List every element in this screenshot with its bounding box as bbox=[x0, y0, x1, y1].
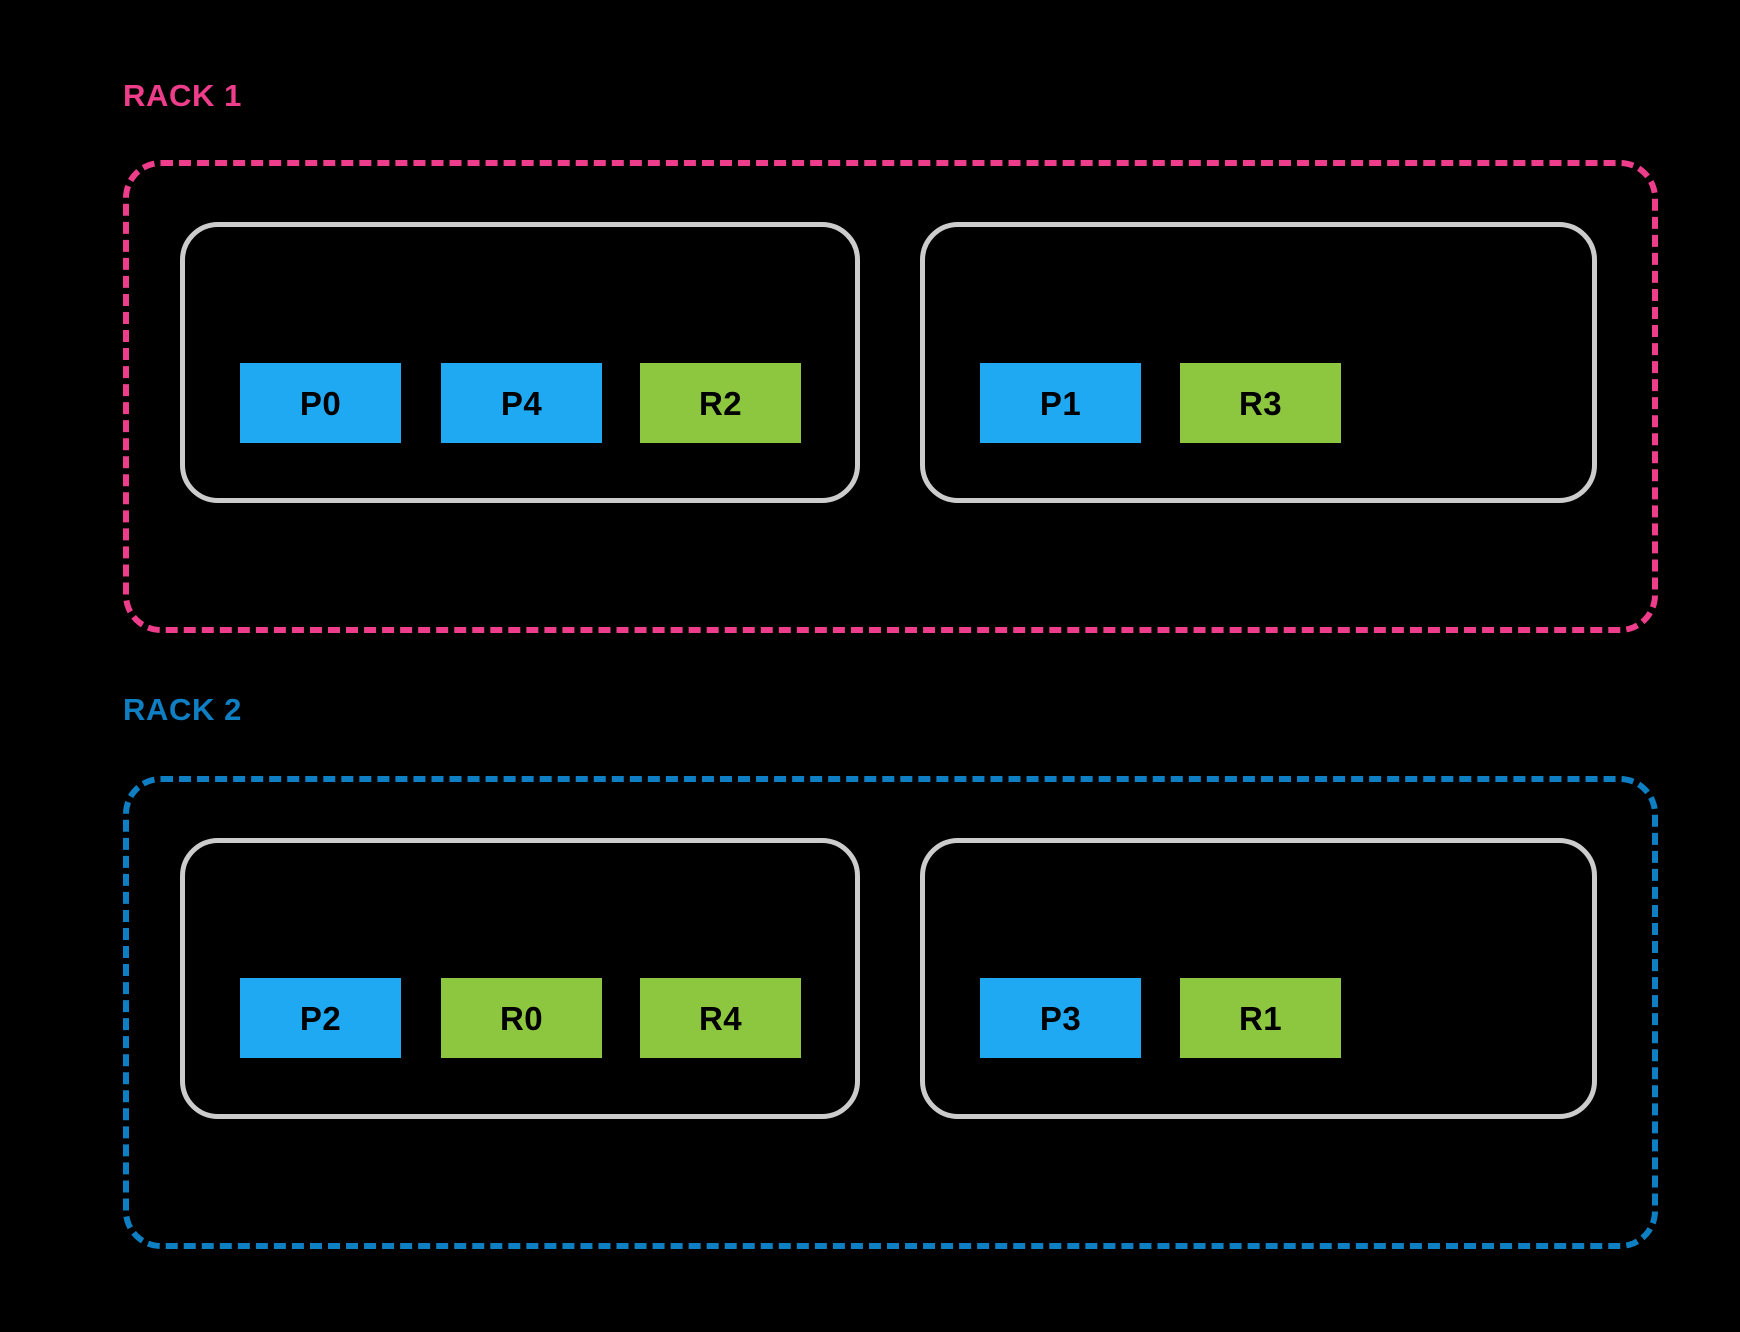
chip-r1[interactable]: R1 bbox=[1180, 978, 1341, 1058]
chip-r4[interactable]: R4 bbox=[640, 978, 801, 1058]
rack-1-node-1 bbox=[180, 222, 860, 503]
chip-p4[interactable]: P4 bbox=[441, 363, 602, 443]
rack-2-node-1 bbox=[180, 838, 860, 1119]
chip-p1[interactable]: P1 bbox=[980, 363, 1141, 443]
rack-2-node-2 bbox=[920, 838, 1597, 1119]
chip-r2[interactable]: R2 bbox=[640, 363, 801, 443]
chip-p0[interactable]: P0 bbox=[240, 363, 401, 443]
rack-1-boundary bbox=[123, 160, 1658, 633]
chip-p3[interactable]: P3 bbox=[980, 978, 1141, 1058]
chip-r3[interactable]: R3 bbox=[1180, 363, 1341, 443]
rack-1-label: RACK 1 bbox=[123, 78, 243, 113]
rack-2-boundary bbox=[123, 776, 1658, 1249]
chip-r0[interactable]: R0 bbox=[441, 978, 602, 1058]
rack-1-node-2 bbox=[920, 222, 1597, 503]
rack-2-label: RACK 2 bbox=[123, 692, 243, 727]
chip-p2[interactable]: P2 bbox=[240, 978, 401, 1058]
